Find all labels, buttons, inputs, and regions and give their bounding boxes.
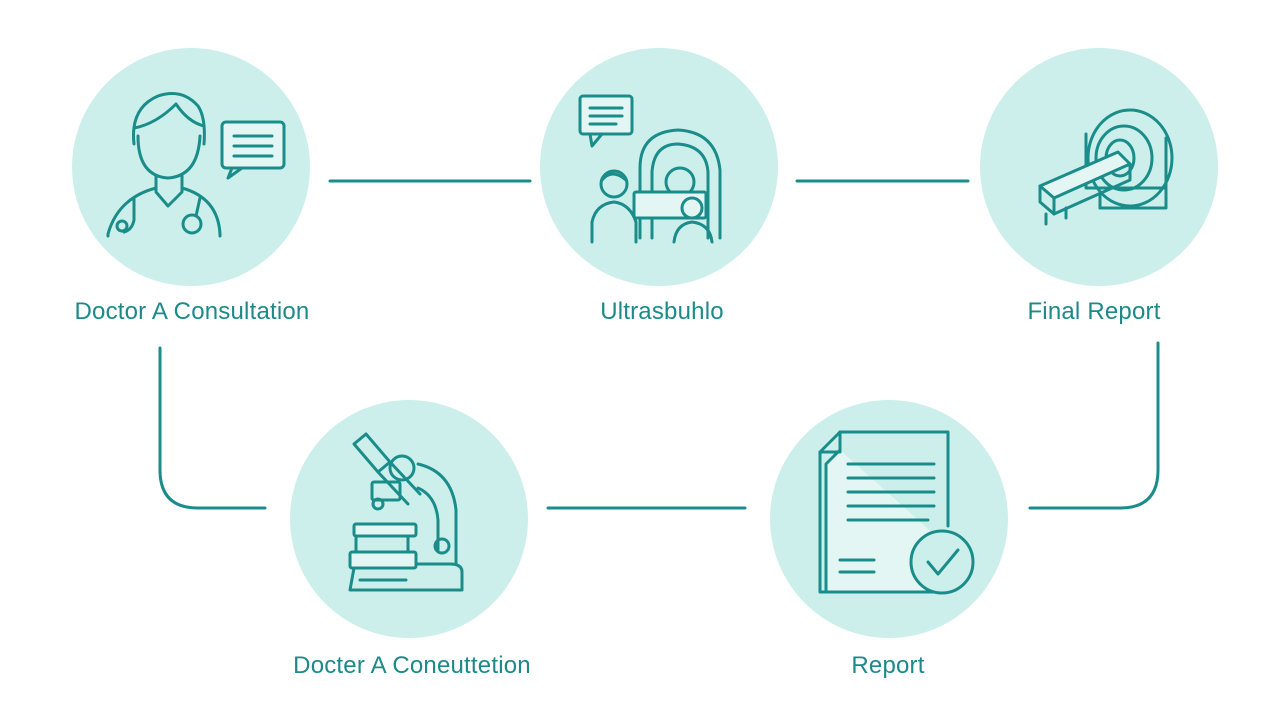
mri-scanner-icon bbox=[1038, 108, 1174, 226]
microscope-icon bbox=[348, 432, 464, 592]
step-node-4 bbox=[290, 400, 528, 638]
connector-1-4 bbox=[158, 346, 267, 510]
step-node-3 bbox=[980, 48, 1218, 286]
step-label-5: Report bbox=[851, 652, 925, 679]
step-node-5 bbox=[770, 400, 1008, 638]
step-label-2: Ultrasbuhlo bbox=[600, 298, 724, 325]
doctor-consultation-icon bbox=[106, 92, 286, 238]
step-label-3: Final Report bbox=[1027, 298, 1161, 325]
connector-3-5 bbox=[1028, 341, 1160, 510]
step-node-2 bbox=[540, 48, 778, 286]
step-node-1 bbox=[72, 48, 310, 286]
report-checkmark-icon bbox=[818, 430, 975, 595]
step-label-1: Doctor A Consultation bbox=[74, 298, 310, 325]
step-label-4: Docter A Coneuttetion bbox=[293, 652, 531, 679]
ultrasound-scan-icon bbox=[578, 94, 722, 244]
